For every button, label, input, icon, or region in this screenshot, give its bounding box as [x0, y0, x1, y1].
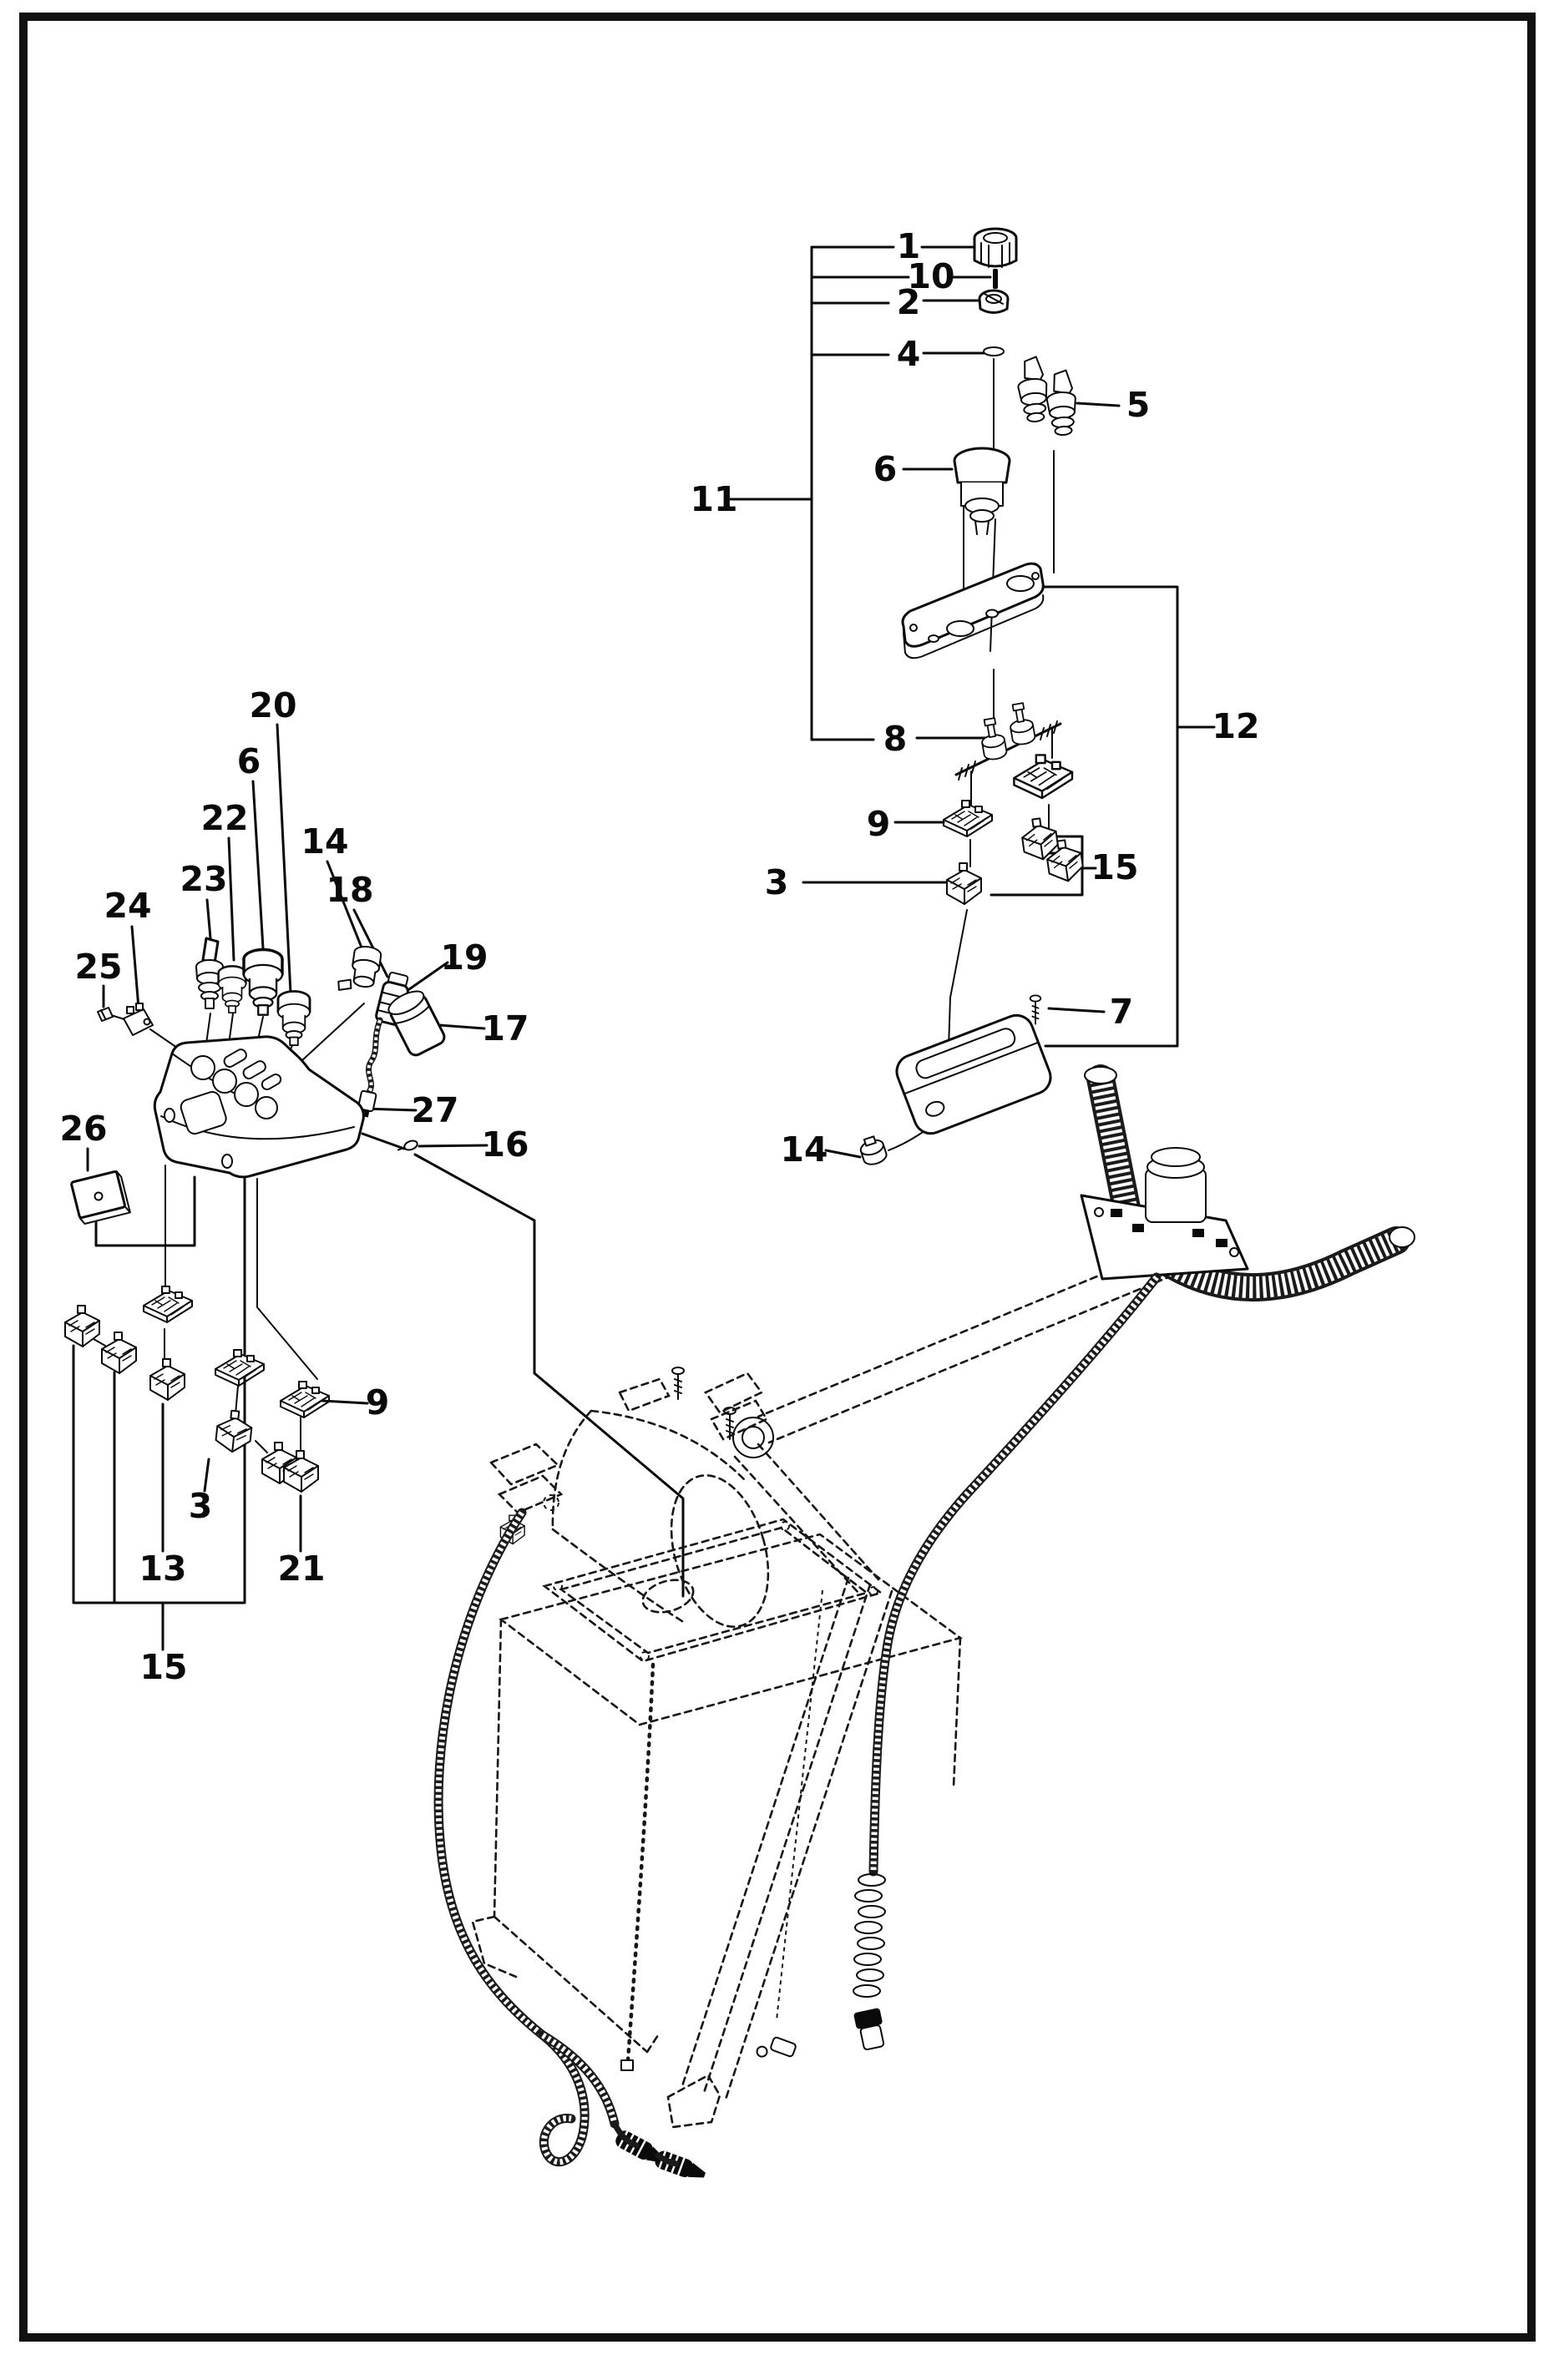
push-button-6-left-part: [242, 947, 284, 1017]
switch-3-right-part: [946, 862, 982, 905]
callout-4: 4: [897, 334, 921, 374]
callout-3-left: 3: [189, 1486, 213, 1526]
callout-labels: 1 10 2 4 5 6 11 8 12 9 3 15 7 14 20 6 22…: [59, 226, 1259, 1687]
leader-lines-right: [729, 245, 1216, 1159]
machine-body: [471, 1248, 1174, 2129]
connector-9-right-part: [943, 800, 993, 837]
callout-6-left: 6: [237, 741, 261, 781]
callout-9-right: 9: [867, 804, 891, 844]
callout-11: 11: [690, 479, 737, 519]
handlebar-assembly: [1080, 1064, 1415, 1301]
connector-14-left-part: [337, 946, 382, 991]
label-plate-26-part: [70, 1170, 131, 1225]
callout-10: 10: [907, 256, 954, 296]
pin-part: [993, 269, 998, 289]
connector-pair-15-right-part: [1019, 816, 1086, 885]
callout-3-right: 3: [765, 862, 789, 902]
callout-25: 25: [74, 947, 122, 987]
control-panel-part: [153, 1035, 365, 1179]
key-switch-part: [1014, 355, 1079, 437]
callout-13: 13: [139, 1549, 186, 1589]
callout-6-right: 6: [873, 449, 898, 489]
callout-19: 19: [440, 937, 488, 978]
button-20-part: [276, 990, 311, 1047]
callout-18: 18: [326, 870, 373, 910]
leader-lines-left: [72, 723, 685, 1651]
callout-24: 24: [104, 886, 151, 926]
o-ring-part: [983, 346, 1005, 356]
callout-17: 17: [481, 1008, 529, 1049]
callout-15-right: 15: [1091, 847, 1138, 887]
pump-part: [1080, 1147, 1249, 1281]
callout-8: 8: [883, 719, 908, 759]
connector-9-left-part: [280, 1381, 330, 1418]
harness-part: [954, 700, 1062, 781]
cap-nut-part: [973, 227, 1018, 268]
callout-23: 23: [180, 859, 227, 899]
callout-27: 27: [411, 1090, 458, 1130]
screw-7-part: [1029, 994, 1042, 1025]
nut-part: [978, 289, 1010, 314]
callout-14-left: 14: [301, 821, 348, 862]
circuit-board-part: [1013, 754, 1074, 800]
callout-7: 7: [1110, 992, 1134, 1032]
page-border: [19, 13, 1536, 2342]
callout-2: 2: [897, 282, 921, 322]
callout-20: 20: [249, 685, 296, 725]
callout-12: 12: [1212, 706, 1259, 746]
connector-blocks-left: [64, 1286, 330, 1493]
connector-14-right-part: [859, 1135, 888, 1165]
callout-15-left: 15: [139, 1647, 187, 1687]
button-22-part: [217, 965, 247, 1014]
callout-1: 1: [897, 226, 921, 266]
callout-22: 22: [200, 798, 248, 838]
cover-box-part: [895, 1013, 1052, 1135]
plug-17-part: [387, 990, 446, 1057]
callout-14-right: 14: [780, 1129, 828, 1170]
toggle-switch-23-part: [195, 937, 224, 1009]
push-button-right-part: [953, 447, 1011, 535]
callout-16: 16: [481, 1124, 529, 1165]
screw-16-part: [397, 1139, 418, 1151]
coil-spring-part: [853, 1873, 886, 1998]
callout-5: 5: [1126, 385, 1151, 425]
mounting-plate-part: [901, 562, 1045, 659]
callout-26: 26: [59, 1109, 107, 1149]
callout-21: 21: [277, 1549, 325, 1589]
micro-switch-24-part: [123, 1003, 154, 1036]
cables: [433, 1272, 1162, 2185]
clip-25-part: [97, 1007, 114, 1022]
wire-19-part: [357, 1017, 383, 1118]
callout-9-left: 9: [366, 1382, 390, 1422]
